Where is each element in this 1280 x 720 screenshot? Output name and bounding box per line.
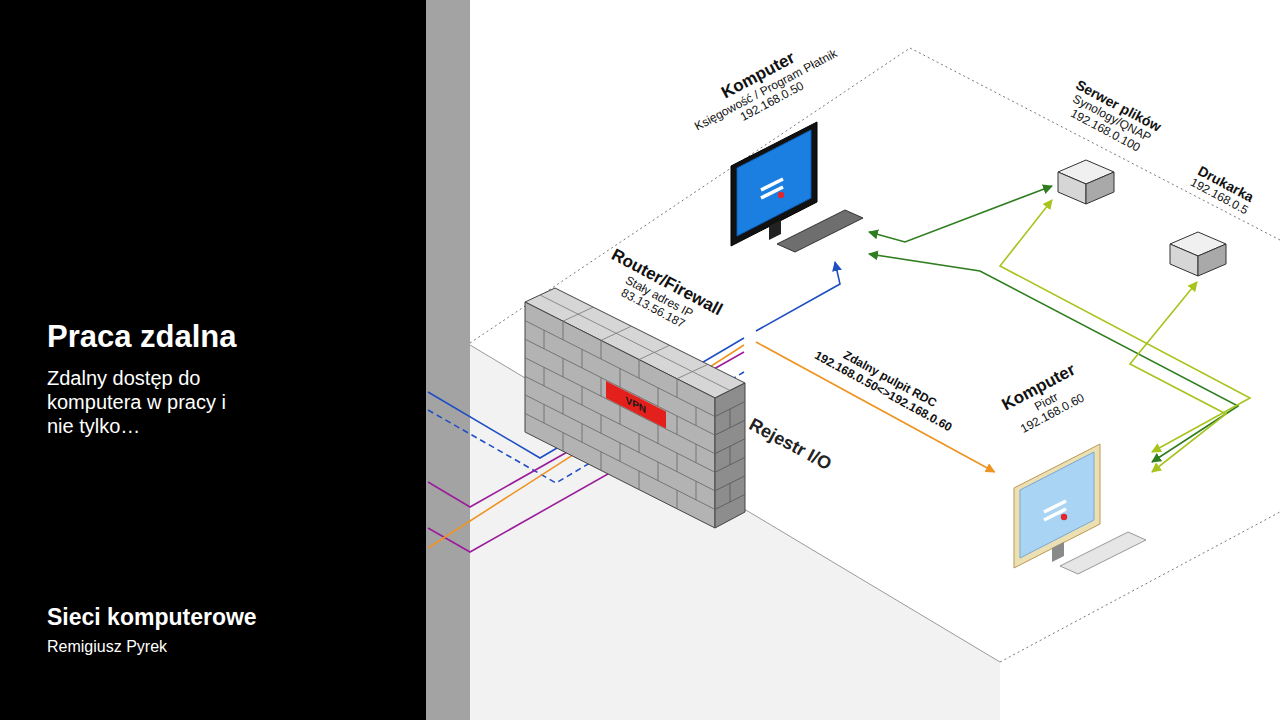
keyboard [777, 210, 863, 252]
brick-joint [563, 395, 564, 414]
monitor-bezel [731, 122, 817, 246]
brick-joint [696, 407, 697, 426]
box-side [1198, 244, 1226, 276]
computer-node: KomputerPiotr192.168.0.60 [995, 356, 1152, 584]
brick-joint [696, 481, 697, 500]
brick-joint [715, 457, 745, 472]
brick-joint [658, 462, 659, 481]
lan-link [1130, 282, 1226, 472]
series-name: Sieci komputerowe [47, 604, 257, 632]
box-side [1170, 244, 1198, 276]
brick-joint [639, 434, 640, 453]
printer-node: Drukarka192.168.0.5 [1164, 158, 1261, 282]
brick-joint [677, 490, 678, 509]
brick-joint [563, 433, 564, 452]
firewall-node: Router/FirewallStały adres IP83.13.56.18… [516, 241, 756, 536]
monitor-bezel [1014, 444, 1100, 568]
floor-edge [910, 48, 1280, 240]
brick-joint [658, 425, 659, 444]
brick-joint [601, 378, 602, 397]
wall-front [525, 302, 715, 528]
network-link [756, 262, 840, 331]
monitor-icon [725, 118, 865, 258]
screen-logo-dot [1061, 514, 1067, 520]
brick-joint [677, 379, 678, 398]
box-side [1058, 172, 1086, 204]
brick-joint [715, 494, 745, 509]
lan-link [869, 254, 1238, 462]
computer-node: KomputerKsięgowość / Program Płatnik192.… [680, 26, 869, 262]
brick-joint [639, 360, 640, 379]
brick-joint [730, 483, 731, 502]
lan-link [869, 186, 1052, 242]
brick-joint [563, 358, 564, 377]
node-label: KomputerPiotr192.168.0.60 [999, 360, 1092, 439]
brick-joint [525, 395, 715, 491]
cube-icon [1168, 230, 1228, 278]
node-label: Drukarka192.168.0.5 [1187, 162, 1257, 218]
brick-joint [544, 367, 545, 386]
brick-joint [582, 349, 583, 368]
lan-link [1000, 200, 1250, 452]
brick-joint [620, 369, 621, 388]
brick-joint [696, 444, 697, 463]
node-label: KomputerKsięgowość / Program Płatnik192.… [684, 30, 847, 146]
brick-joint [601, 340, 602, 359]
brick-joint [639, 471, 640, 490]
monitor-stand [1052, 542, 1064, 562]
subtitle: Zdalny dostęp do komputera w pracy i nie… [47, 366, 257, 438]
box-side [1086, 172, 1114, 204]
cube-icon [1056, 158, 1116, 206]
page-title: Praca zdalna [47, 318, 237, 355]
brick-joint [715, 420, 745, 435]
brick-joint [601, 415, 602, 434]
brick-joint [582, 424, 583, 443]
brick-joint [544, 330, 545, 349]
brick-joint [525, 339, 715, 435]
node-label: Serwer plikówSynology/QNAP192.168.0.100 [1060, 76, 1164, 159]
connector-label: Zdalny pulpit RDC 192.168.0.50<>192.168.… [796, 327, 978, 445]
io-label: Rejestr I/O [744, 414, 835, 476]
brick-joint [677, 416, 678, 435]
brick-joint [658, 388, 659, 407]
brick-joint [677, 453, 678, 472]
brick-joint [601, 452, 602, 471]
author-name: Remigiusz Pyrek [47, 637, 167, 656]
brick-joint [544, 404, 545, 423]
brick-joint [620, 443, 621, 462]
monitor-screen [1020, 452, 1094, 558]
brick-joint [582, 386, 583, 405]
wall-end [715, 383, 745, 528]
screen-logo-dot [778, 192, 784, 198]
monitor-screen [737, 130, 811, 236]
brick-joint [525, 376, 715, 472]
grey-strip [426, 0, 470, 720]
monitor-icon [1008, 440, 1148, 580]
brick-joint [525, 413, 715, 509]
brick-joint [620, 406, 621, 425]
brick-joint [563, 321, 564, 340]
keyboard [1060, 532, 1146, 574]
brick-joint [730, 446, 731, 465]
file-server-node: Serwer plikówSynology/QNAP192.168.0.100 [1052, 73, 1168, 210]
brick-joint [730, 409, 731, 428]
monitor-stand [769, 220, 781, 240]
brick-joint [525, 358, 715, 454]
